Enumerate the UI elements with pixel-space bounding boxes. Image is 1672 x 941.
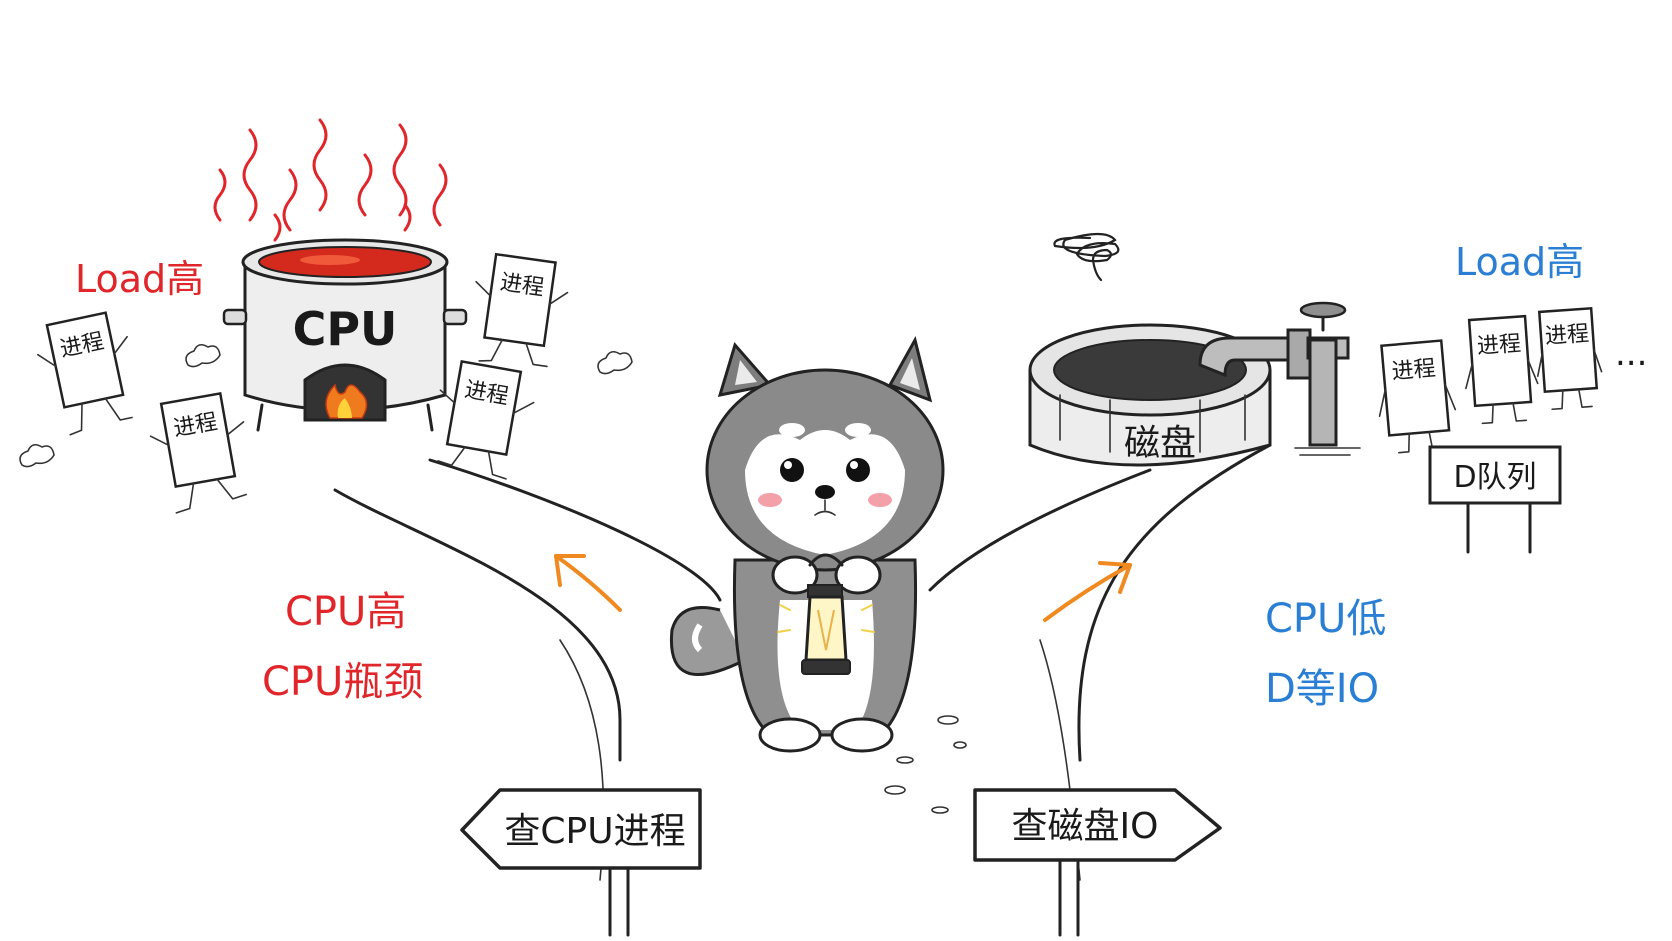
queue-card: 进程 bbox=[1378, 339, 1457, 454]
queue-ellipsis: ... bbox=[1615, 334, 1647, 374]
disk-well-label: 磁盘 bbox=[1124, 423, 1196, 464]
right-caption-line1: CPU低 bbox=[1265, 596, 1386, 642]
right-arrow-icon bbox=[1043, 561, 1132, 622]
left-arrow-icon bbox=[554, 554, 622, 612]
cpu-pot-label: CPU bbox=[293, 302, 398, 356]
left-process-cards: 进程 进程 进程 进程 bbox=[19, 252, 633, 514]
process-card: 进程 bbox=[37, 311, 133, 436]
husky-character bbox=[669, 335, 945, 753]
right-sign-label: 查磁盘IO bbox=[1012, 806, 1159, 847]
left-signpost: 查CPU进程 bbox=[460, 788, 702, 937]
lantern-icon bbox=[777, 553, 875, 675]
process-card: 进程 bbox=[437, 359, 535, 480]
steam-icon bbox=[213, 118, 448, 242]
right-queue-cards: 进程 进程 进程 ... bbox=[1378, 306, 1647, 454]
right-signpost: 查磁盘IO bbox=[973, 788, 1222, 937]
swirl-icon bbox=[1053, 232, 1120, 282]
queue-card: 进程 bbox=[1536, 306, 1603, 411]
left-caption-line1: CPU高 bbox=[285, 589, 406, 635]
right-caption-line2: D等IO bbox=[1265, 666, 1379, 712]
queue-card-label: 进程 bbox=[1391, 356, 1437, 385]
disk-well: 磁盘 bbox=[1028, 232, 1361, 467]
queue-card-label: 进程 bbox=[1544, 322, 1590, 350]
queue-sign-label: D队列 bbox=[1453, 460, 1536, 495]
right-load-label: Load高 bbox=[1455, 240, 1584, 284]
pebbles bbox=[884, 715, 967, 814]
left-sign-label: 查CPU进程 bbox=[504, 811, 685, 852]
queue-sign: D队列 bbox=[1428, 445, 1562, 554]
cpu-pot: CPU bbox=[213, 118, 468, 432]
process-card-label: 进程 bbox=[498, 270, 545, 301]
left-caption-line2: CPU瓶颈 bbox=[262, 659, 423, 705]
process-card: 进程 bbox=[149, 391, 247, 514]
process-card: 进程 bbox=[475, 252, 569, 368]
queue-card-label: 进程 bbox=[1476, 332, 1522, 360]
dust-cloud-icon bbox=[19, 343, 633, 468]
queue-card: 进程 bbox=[1465, 314, 1539, 425]
left-load-label: Load高 bbox=[75, 257, 204, 301]
